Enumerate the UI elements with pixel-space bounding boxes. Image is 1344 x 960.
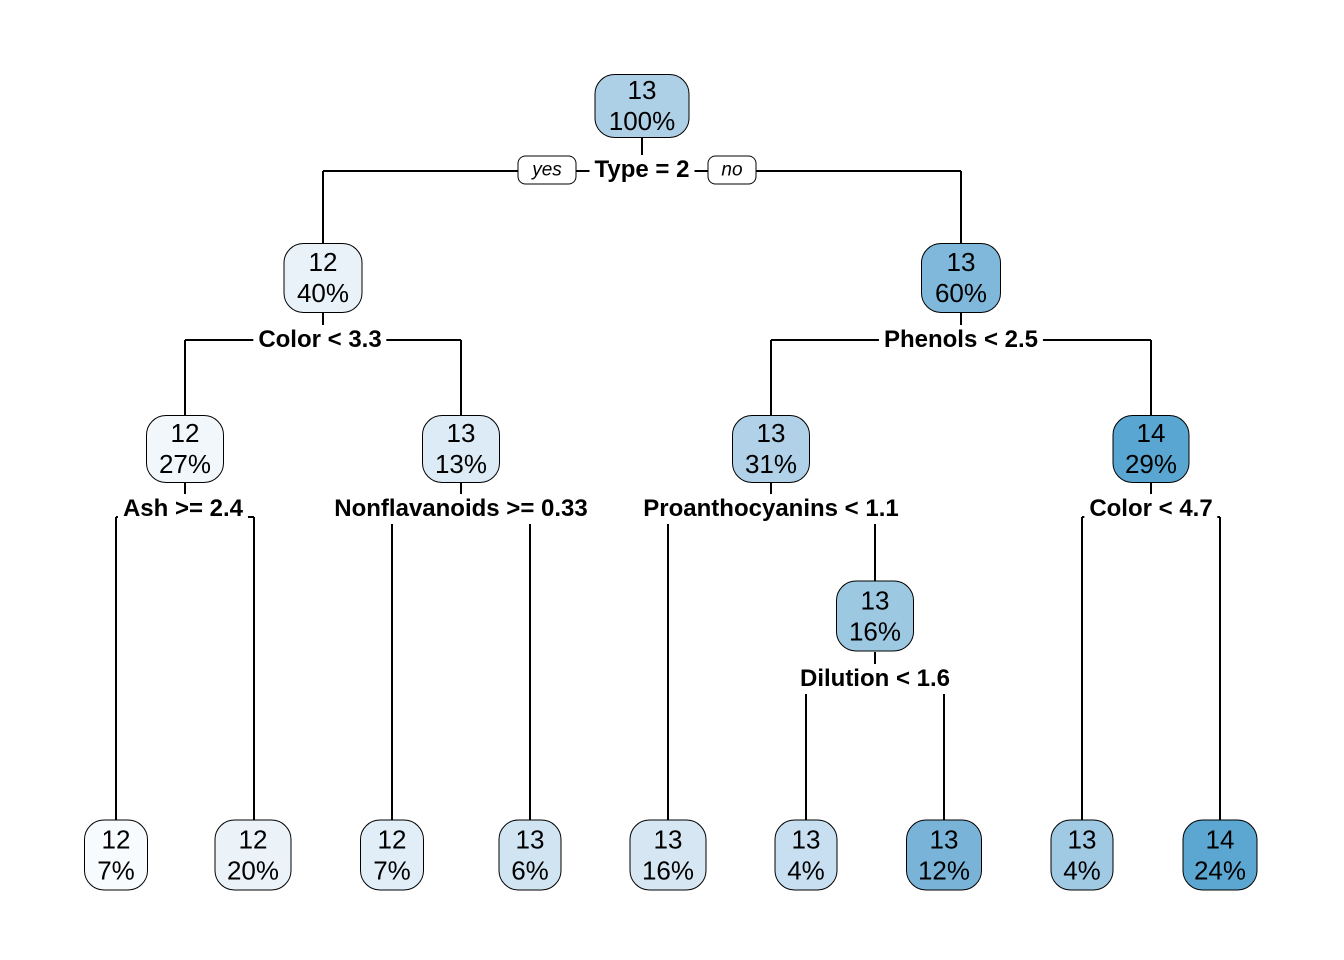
node-percent: 4% [787,855,825,885]
node-percent: 31% [744,449,798,479]
node-value: 13 [860,585,890,615]
node-value: 12 [308,247,338,277]
split-dilution: Dilution < 1.6 [794,664,956,694]
node-percent: 7% [373,855,411,885]
node-value: 13 [756,418,786,448]
node-percent: 24% [1193,855,1247,885]
node-percent: 20% [226,855,280,885]
node-value: 12 [101,824,131,854]
node-percent: 7% [97,855,135,885]
no-badge: no [707,155,757,185]
node-percent: 13% [434,449,488,479]
node-percent: 16% [848,616,902,646]
split-color-47: Color < 4.7 [1084,494,1218,524]
node-percent: 60% [934,278,988,308]
node-value: 13 [1067,824,1097,854]
node-value: 13 [929,824,959,854]
node-value: 14 [1205,824,1235,854]
split-type: Type = 2 [589,155,695,185]
node-value: 13 [946,247,976,277]
split-phenols: Phenols < 2.5 [878,325,1044,355]
node-percent: 29% [1124,449,1178,479]
node-value: 13 [653,824,683,854]
node-percent: 40% [296,278,350,308]
node-value: 13 [791,824,821,854]
yes-badge: yes [517,155,577,185]
node-value: 14 [1136,418,1166,448]
node-value: 13 [627,75,657,105]
node-percent: 6% [511,855,549,885]
node-value: 13 [446,418,476,448]
node-value: 12 [170,418,200,448]
node-percent: 100% [608,106,676,136]
split-nonflavanoids: Nonflavanoids >= 0.33 [329,494,593,524]
split-ash: Ash >= 2.4 [117,494,249,524]
node-value: 12 [238,824,268,854]
split-proanthocyanins: Proanthocyanins < 1.1 [638,494,904,524]
node-value: 12 [377,824,407,854]
node-percent: 4% [1063,855,1101,885]
split-color-33: Color < 3.3 [253,325,387,355]
node-percent: 27% [158,449,212,479]
node-value: 13 [515,824,545,854]
node-percent: 12% [917,855,971,885]
node-percent: 16% [641,855,695,885]
